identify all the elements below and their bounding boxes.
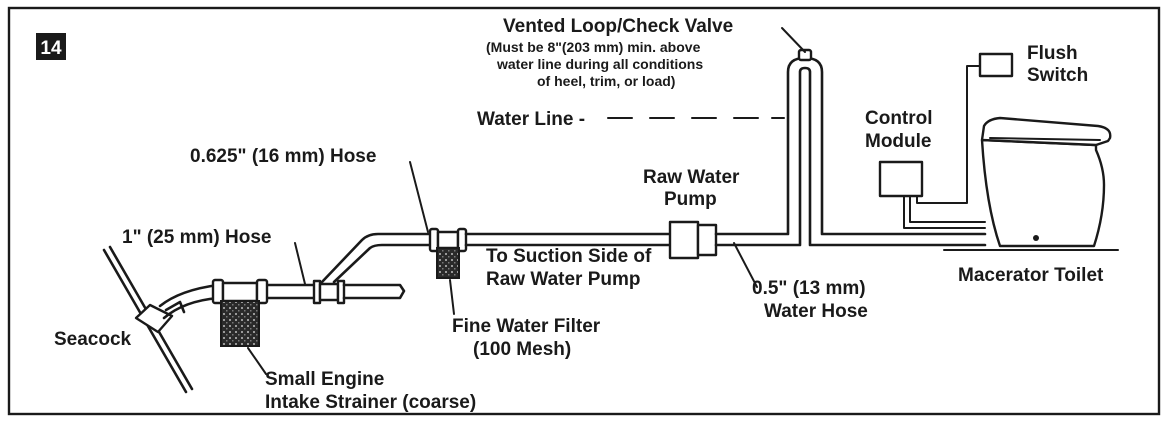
- macerator-toilet-label: Macerator Toilet: [958, 265, 1104, 286]
- hose-0625-label: 0.625" (16 mm) Hose: [190, 146, 376, 167]
- vented-loop-label: Vented Loop/Check Valve: [503, 16, 733, 37]
- vented-loop-note-line-1: (Must be 8"(203 mm) min. above: [486, 39, 701, 55]
- water-hose-05-label-line-1: 0.5" (13 mm): [752, 278, 866, 299]
- control-module-icon: [878, 65, 986, 229]
- suction-side-label-line-1: To Suction Side of: [486, 246, 652, 267]
- vented-loop-note-line-3: of heel, trim, or load): [537, 73, 675, 89]
- intake-strainer-label-line-1: Small Engine: [265, 369, 384, 390]
- control-module-label-line-1: Control: [865, 108, 933, 129]
- control-module-label-line-2: Module: [865, 131, 932, 152]
- leader-lines: [247, 27, 806, 375]
- fine-water-filter-icon: [428, 227, 468, 279]
- suction-line-pipe: [464, 232, 672, 247]
- hose-1in-label: 1" (25 mm) Hose: [122, 227, 271, 248]
- flush-switch-icon: [978, 52, 1014, 78]
- vented-loop-note-line-2: water line during all conditions: [496, 56, 703, 72]
- hose-0625-pipe: [320, 232, 432, 284]
- fine-filter-label-line-2: (100 Mesh): [473, 339, 571, 360]
- raw-water-pump-icon: [668, 220, 718, 260]
- seacock-valve-icon: [134, 300, 186, 334]
- raw-water-pump-label-line-2: Pump: [664, 189, 717, 210]
- water-line-label: Water Line -: [477, 109, 585, 130]
- macerator-toilet-icon: [943, 116, 1119, 251]
- figure-number: 14: [40, 38, 62, 59]
- flush-switch-label-line-2: Switch: [1027, 65, 1088, 86]
- raw-water-pump-label-line-1: Raw Water: [643, 167, 740, 188]
- fine-filter-label-line-1: Fine Water Filter: [452, 316, 601, 337]
- water-hose-05-pipe: [714, 56, 987, 247]
- figure-frame: [7, 6, 1161, 416]
- intake-strainer-label-line-2: Intake Strainer (coarse): [265, 392, 476, 413]
- seacock-label: Seacock: [54, 329, 132, 350]
- water-hose-05-label-line-2: Water Hose: [764, 301, 868, 322]
- vented-loop-valve-icon: [797, 48, 813, 62]
- intake-strainer-icon: [211, 278, 269, 347]
- flush-switch-label-line-1: Flush: [1027, 43, 1078, 64]
- figure-number-badge: 14: [36, 33, 66, 60]
- suction-side-label-line-2: Raw Water Pump: [486, 269, 641, 290]
- tee-junction: [312, 279, 406, 305]
